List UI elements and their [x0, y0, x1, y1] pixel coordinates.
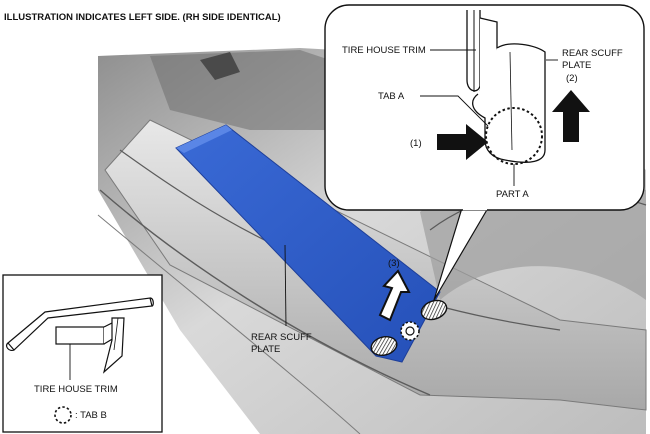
section-inset: TIRE HOUSE TRIM : TAB B	[2, 274, 163, 433]
inset-tab-b-legend-label: : TAB B	[75, 410, 107, 421]
callout-rear-scuff-label-1: REAR SCUFF	[562, 48, 623, 59]
detail-callout: TIRE HOUSE TRIM REAR SCUFF PLATE (2) TAB…	[324, 4, 645, 301]
callout-part-a-label: PART A	[496, 189, 529, 200]
callout-tab-a-label: TAB A	[378, 91, 405, 102]
main-plate-label-1: REAR SCUFF	[251, 332, 312, 343]
part-a-dotted-circle	[485, 107, 543, 165]
callout-tire-house-trim-label: TIRE HOUSE TRIM	[342, 45, 426, 56]
tab-b-legend-icon	[54, 406, 72, 424]
main-plate-label-2: PLATE	[251, 344, 280, 355]
callout-step-2-label: (2)	[566, 73, 578, 84]
step-1-arrow	[437, 124, 488, 160]
step-3-label: (3)	[388, 258, 400, 269]
plate-leader-line	[284, 244, 287, 327]
tab-b-marker	[400, 321, 420, 341]
tab-a-clip-lower	[370, 335, 398, 357]
callout-step-1-label: (1)	[410, 138, 422, 149]
callout-rear-scuff-label-2: PLATE	[562, 60, 591, 71]
step-3-arrow	[378, 269, 411, 322]
inset-tire-house-trim-label: TIRE HOUSE TRIM	[34, 384, 118, 395]
tab-a-clip-upper	[420, 299, 448, 321]
header-note: ILLUSTRATION INDICATES LEFT SIDE. (RH SI…	[4, 12, 281, 23]
step-2-arrow	[552, 90, 590, 142]
